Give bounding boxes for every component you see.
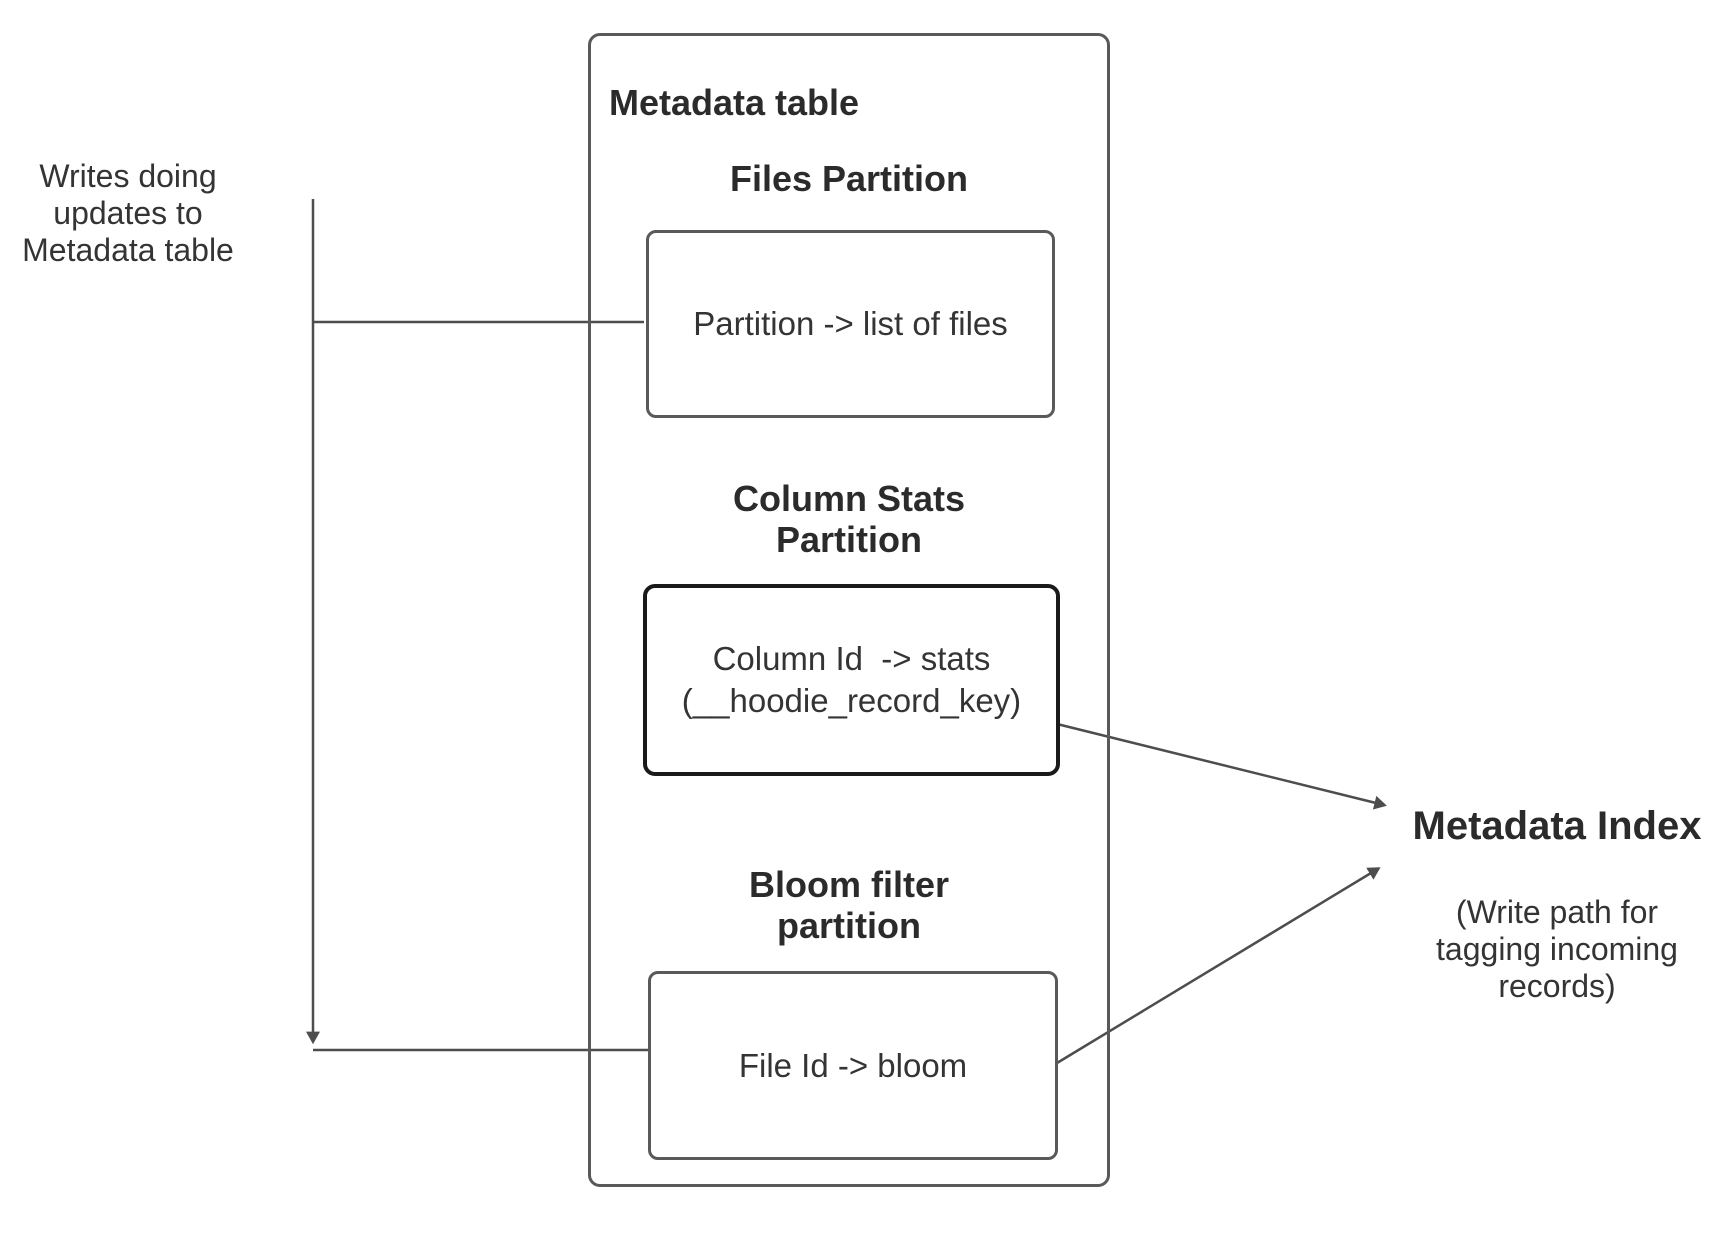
files-partition-box-label: Partition -> list of files [693, 305, 1008, 342]
metadata-index-subtitle: (Write path for tagging incoming records… [1436, 894, 1678, 1004]
metadata-index-title: Metadata Index [1412, 804, 1702, 848]
files-partition-heading: Files Partition [729, 158, 969, 199]
files-partition-box: Partition -> list of files [646, 230, 1055, 418]
column-stats-partition-box-label: Column Id -> stats (__hoodie_record_key) [681, 640, 1022, 719]
writes-updates-note: Writes doing updates to Metadata table [22, 158, 234, 268]
column-stats-partition-box: Column Id -> stats (__hoodie_record_key) [643, 584, 1060, 776]
metadata-table-title: Metadata table [609, 82, 860, 123]
bloom-filter-partition-box-label: File Id -> bloom [738, 1046, 968, 1084]
metadata-table-container: Metadata table Files Partition Partition… [588, 33, 1110, 1187]
column-stats-partition-heading: Column Stats Partition [732, 478, 965, 560]
bloom-filter-partition-heading: Bloom filter partition [748, 864, 949, 946]
bloom-filter-partition-box: File Id -> bloom [648, 971, 1058, 1160]
